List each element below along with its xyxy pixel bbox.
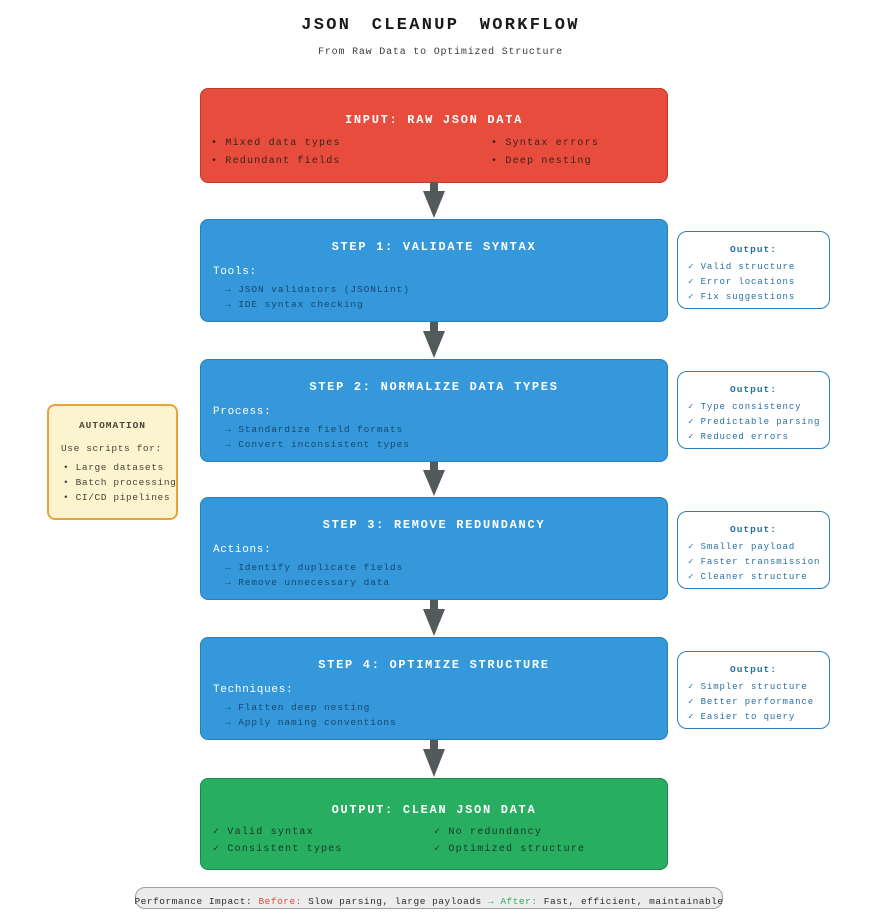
step-1-title: STEP 1: VALIDATE SYNTAX [331, 240, 537, 254]
input-box-title: INPUT: RAW JSON DATA [344, 113, 524, 127]
step-4-title: STEP 4: OPTIMIZE STRUCTURE [318, 658, 550, 672]
step-1-item: → IDE syntax checking [225, 299, 364, 310]
step-4-output-box: Output: ✓ Simpler structure ✓ Better per… [677, 651, 830, 729]
step-3-output-box: Output: ✓ Smaller payload ✓ Faster trans… [677, 511, 830, 589]
final-output-item: ✓ Optimized structure [434, 844, 586, 855]
final-output-item: ✓ Consistent types [213, 844, 343, 855]
output-item: ✓ Easier to query [688, 712, 796, 722]
final-output-item: ✓ Valid syntax [213, 827, 314, 838]
footer-transition-arrow: → [487, 895, 495, 907]
output-item: ✓ Better performance [688, 697, 815, 707]
output-item: ✓ Valid structure [688, 262, 796, 272]
output-item: ✓ Cleaner structure [688, 572, 808, 582]
step-1-label: Tools: [213, 266, 257, 278]
flow-arrow-icon [420, 599, 448, 637]
flow-arrow-icon [420, 461, 448, 497]
step-3-item: → Remove unnecessary data [225, 577, 391, 588]
output-title: Output: [730, 244, 777, 255]
step-2-output-box: Output: ✓ Type consistency ✓ Predictable… [677, 371, 830, 449]
automation-item: • Large datasets [63, 462, 164, 473]
output-item: ✓ Smaller payload [688, 542, 796, 552]
footer-before-label: Before: [258, 895, 302, 907]
step-3-box: STEP 3: REMOVE REDUNDANCY Actions: → Ide… [200, 497, 668, 600]
flow-arrow-icon [420, 321, 448, 359]
performance-impact-note: Performance Impact: Before: Slow parsing… [134, 887, 723, 909]
output-title: Output: [730, 384, 777, 395]
automation-item: • Batch processing [63, 477, 177, 488]
output-title: Output: [730, 664, 777, 675]
automation-item: • CI/CD pipelines [63, 492, 171, 503]
final-output-title: OUTPUT: CLEAN JSON DATA [331, 803, 537, 817]
input-item: • Syntax errors [491, 138, 600, 149]
output-title: Output: [730, 524, 777, 535]
final-output-box: OUTPUT: CLEAN JSON DATA ✓ Valid syntax ✓… [200, 778, 668, 870]
input-item: • Mixed data types [211, 138, 341, 149]
flow-arrow-icon [420, 739, 448, 778]
output-item: ✓ Fix suggestions [688, 292, 796, 302]
step-3-label: Actions: [213, 544, 272, 556]
final-output-item: ✓ No redundancy [434, 827, 543, 838]
automation-title: AUTOMATION [78, 420, 146, 431]
output-item: ✓ Faster transmission [688, 557, 821, 567]
footer-prefix: Performance Impact: [134, 895, 259, 907]
step-2-title: STEP 2: NORMALIZE DATA TYPES [309, 380, 559, 394]
step-4-item: → Flatten deep nesting [225, 702, 371, 713]
step-1-output-box: Output: ✓ Valid structure ✓ Error locati… [677, 231, 830, 309]
output-item: ✓ Predictable parsing [688, 417, 821, 427]
performance-impact-text: Performance Impact: Before: Slow parsing… [134, 896, 723, 907]
page-title: JSON CLEANUP WORKFLOW [301, 16, 580, 35]
input-raw-json-box: INPUT: RAW JSON DATA • Mixed data types … [200, 88, 668, 183]
step-3-title: STEP 3: REMOVE REDUNDANCY [322, 518, 546, 532]
automation-note-box: AUTOMATION Use scripts for: • Large data… [47, 404, 178, 520]
step-4-item: → Apply naming conventions [225, 717, 397, 728]
footer-after-label: After: [494, 895, 538, 907]
step-2-label: Process: [213, 406, 272, 418]
flow-arrow-icon [420, 182, 448, 219]
footer-before-text: Slow parsing, large payloads [301, 895, 488, 907]
step-1-box: STEP 1: VALIDATE SYNTAX Tools: → JSON va… [200, 219, 668, 322]
step-2-item: → Convert inconsistent types [225, 439, 410, 450]
step-3-item: → Identify duplicate fields [225, 562, 404, 573]
page-subtitle: From Raw Data to Optimized Structure [318, 47, 563, 58]
input-item: • Redundant fields [211, 156, 341, 167]
output-item: ✓ Simpler structure [688, 682, 808, 692]
step-4-box: STEP 4: OPTIMIZE STRUCTURE Techniques: →… [200, 637, 668, 740]
step-2-box: STEP 2: NORMALIZE DATA TYPES Process: → … [200, 359, 668, 462]
step-4-label: Techniques: [213, 684, 294, 696]
output-item: ✓ Type consistency [688, 402, 802, 412]
output-item: ✓ Reduced errors [688, 432, 789, 442]
step-2-item: → Standardize field formats [225, 424, 404, 435]
input-item: • Deep nesting [491, 156, 592, 167]
footer-after-text: Fast, efficient, maintainable [537, 895, 724, 907]
automation-intro: Use scripts for: [61, 443, 162, 454]
step-1-item: → JSON validators (JSONLint) [225, 284, 410, 295]
output-item: ✓ Error locations [688, 277, 796, 287]
